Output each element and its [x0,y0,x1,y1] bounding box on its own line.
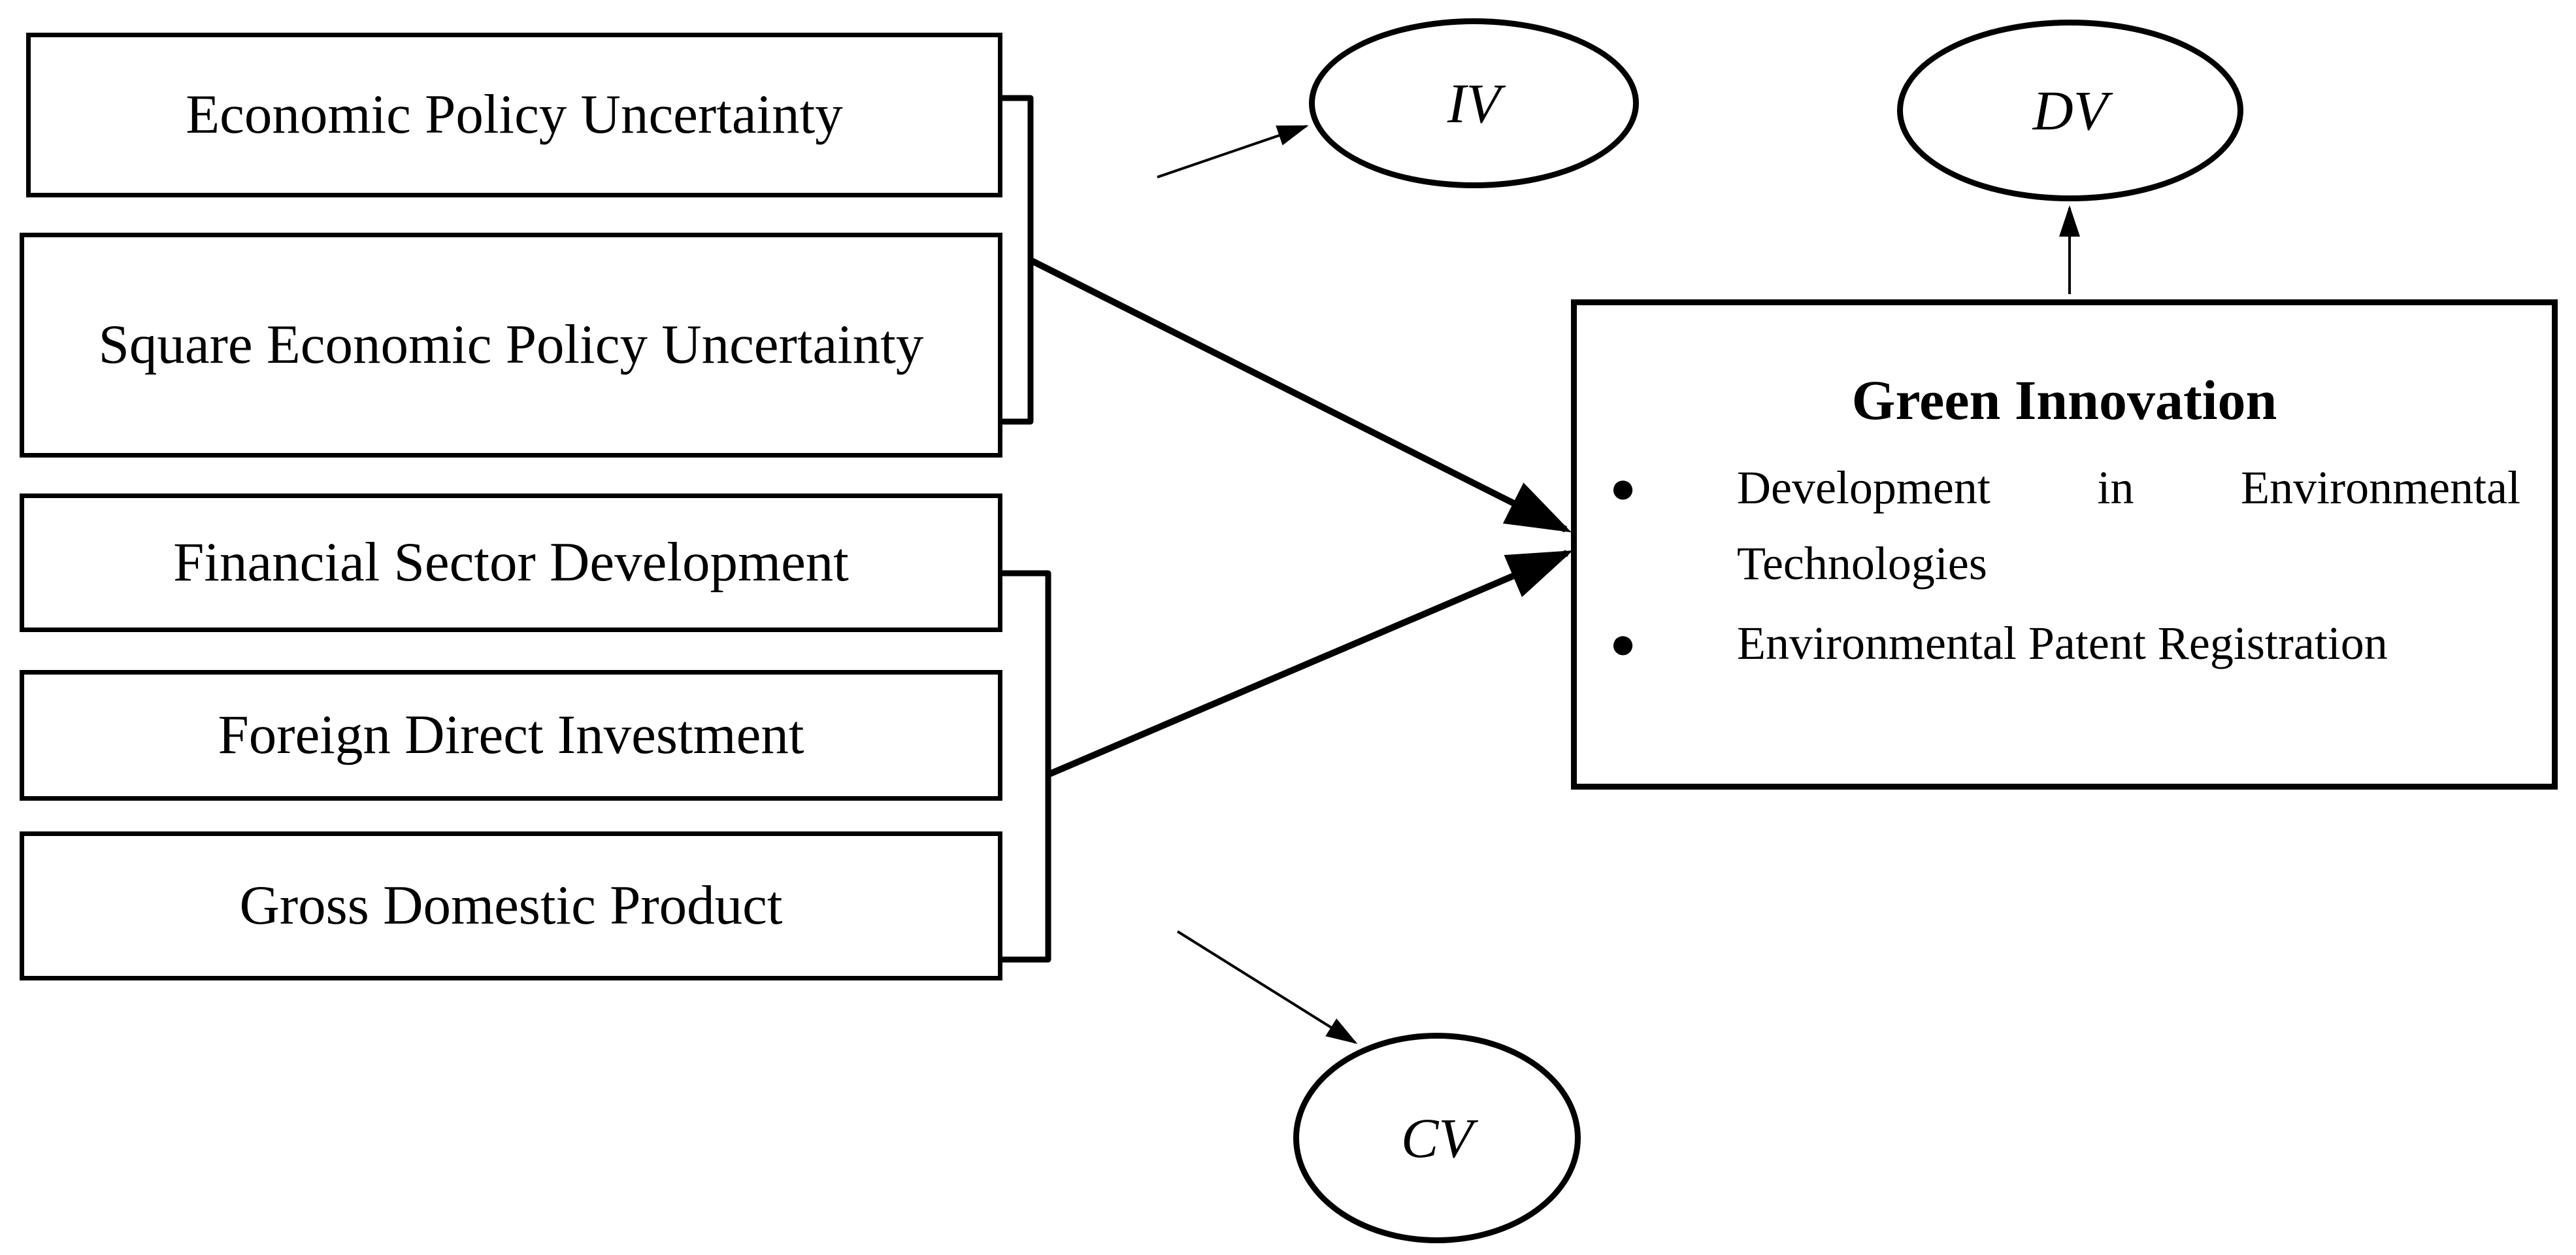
predictor-box-label: Economic Policy Uncertainty [186,84,843,146]
iv-ellipse: IV [1309,18,1639,188]
bullet-marker: ● [1610,618,1637,668]
predictor-box-square-economic-policy-uncertainty: Square Economic Policy Uncertainty [20,233,1002,458]
list-item: ● Environmental Patent Registration [1577,605,2552,681]
cv-group-bracket [999,570,1051,963]
outcome-bullet-list: ● Development in Environmental Technolog… [1577,450,2552,681]
bullet-marker: ● [1610,462,1637,512]
dv-ellipse-label: DV [2032,79,2108,142]
cv-group-to-outcome-arrow [1047,550,1574,778]
list-item: ● Development in Environmental Technolog… [1577,450,2552,601]
outcome-box-green-innovation: Green Innovation ● Development in Enviro… [1571,299,2558,790]
predictor-box-economic-policy-uncertainty: Economic Policy Uncertainty [26,33,1002,197]
predictor-box-label: Foreign Direct Investment [218,704,804,766]
dv-ellipse: DV [1897,20,2243,201]
predictor-box-financial-sector-development: Financial Sector Development [20,494,1002,632]
iv-group-bracket [999,95,1034,425]
iv-annotation-arrow [1157,125,1309,178]
cv-ellipse: CV [1293,1033,1581,1243]
outcome-title: Green Innovation [1851,369,2277,431]
bullet-text: Development in Environmental Technologie… [1737,461,2520,590]
cv-ellipse-label: CV [1401,1107,1473,1169]
cv-annotation-arrow [1176,930,1358,1045]
iv-group-to-outcome-arrow [1029,257,1572,533]
predictor-box-label: Financial Sector Development [173,531,849,594]
predictor-box-gross-domestic-product: Gross Domestic Product [20,831,1002,980]
predictor-box-foreign-direct-investment: Foreign Direct Investment [20,670,1002,801]
iv-ellipse-label: IV [1447,72,1501,135]
predictor-box-label: Square Economic Policy Uncertainty [98,314,924,376]
predictor-box-label: Gross Domestic Product [239,875,783,937]
bullet-text: Environmental Patent Registration [1737,616,2388,669]
